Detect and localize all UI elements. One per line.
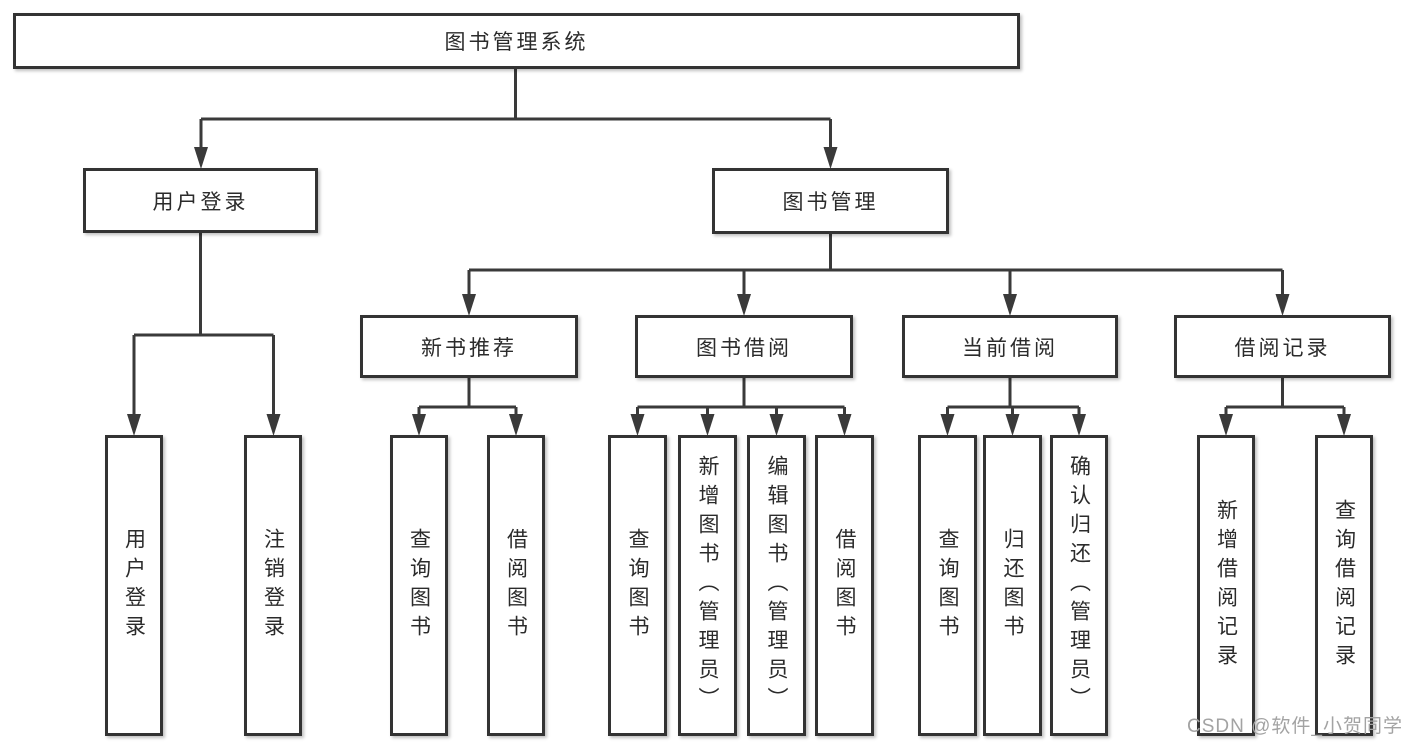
node-current-return-books: 归还图书 bbox=[983, 435, 1042, 736]
node-label: 注销登录 bbox=[261, 527, 285, 644]
node-label: 归还图书 bbox=[1001, 527, 1024, 644]
node-logout-action: 注销登录 bbox=[244, 435, 302, 736]
node-label: 查询图书 bbox=[936, 527, 959, 644]
node-label: 查询图书 bbox=[407, 527, 431, 644]
node-borrow-edit-books-admin: 编辑图书（管理员） bbox=[747, 435, 806, 736]
node-current-query-books: 查询图书 bbox=[918, 435, 977, 736]
node-label: 查询图书 bbox=[626, 527, 649, 644]
node-root: 图书管理系统 bbox=[13, 13, 1020, 69]
node-user-login: 用户登录 bbox=[83, 168, 318, 233]
node-records-add-record: 新增借阅记录 bbox=[1197, 435, 1255, 736]
node-user-login-action: 用户登录 bbox=[105, 435, 163, 736]
node-new-book-recommend: 新书推荐 bbox=[360, 315, 578, 378]
node-book-management: 图书管理 bbox=[712, 168, 949, 234]
node-recommend-borrow-books: 借阅图书 bbox=[487, 435, 545, 736]
node-label: 确认归还（管理员） bbox=[1067, 455, 1091, 716]
node-label: 新增借阅记录 bbox=[1214, 498, 1238, 673]
node-borrow-query-books: 查询图书 bbox=[608, 435, 667, 736]
node-borrowing-records: 借阅记录 bbox=[1174, 315, 1391, 378]
node-borrow-add-books-admin: 新增图书（管理员） bbox=[678, 435, 737, 736]
node-label: 编辑图书（管理员） bbox=[765, 455, 788, 716]
node-current-borrowing: 当前借阅 bbox=[902, 315, 1118, 378]
node-book-borrowing: 图书借阅 bbox=[635, 315, 853, 378]
node-label: 用户登录 bbox=[122, 527, 146, 644]
node-label: 借阅图书 bbox=[504, 527, 528, 644]
node-label: 新增图书（管理员） bbox=[696, 455, 719, 716]
node-borrow-borrow-books: 借阅图书 bbox=[815, 435, 874, 736]
watermark: CSDN @软件_小贺同学 bbox=[1187, 716, 1403, 737]
node-label: 查询借阅记录 bbox=[1332, 498, 1356, 673]
node-records-query-record: 查询借阅记录 bbox=[1315, 435, 1373, 736]
node-current-confirm-return-admin: 确认归还（管理员） bbox=[1050, 435, 1108, 736]
node-label: 借阅图书 bbox=[833, 527, 856, 644]
node-recommend-query-books: 查询图书 bbox=[390, 435, 448, 736]
